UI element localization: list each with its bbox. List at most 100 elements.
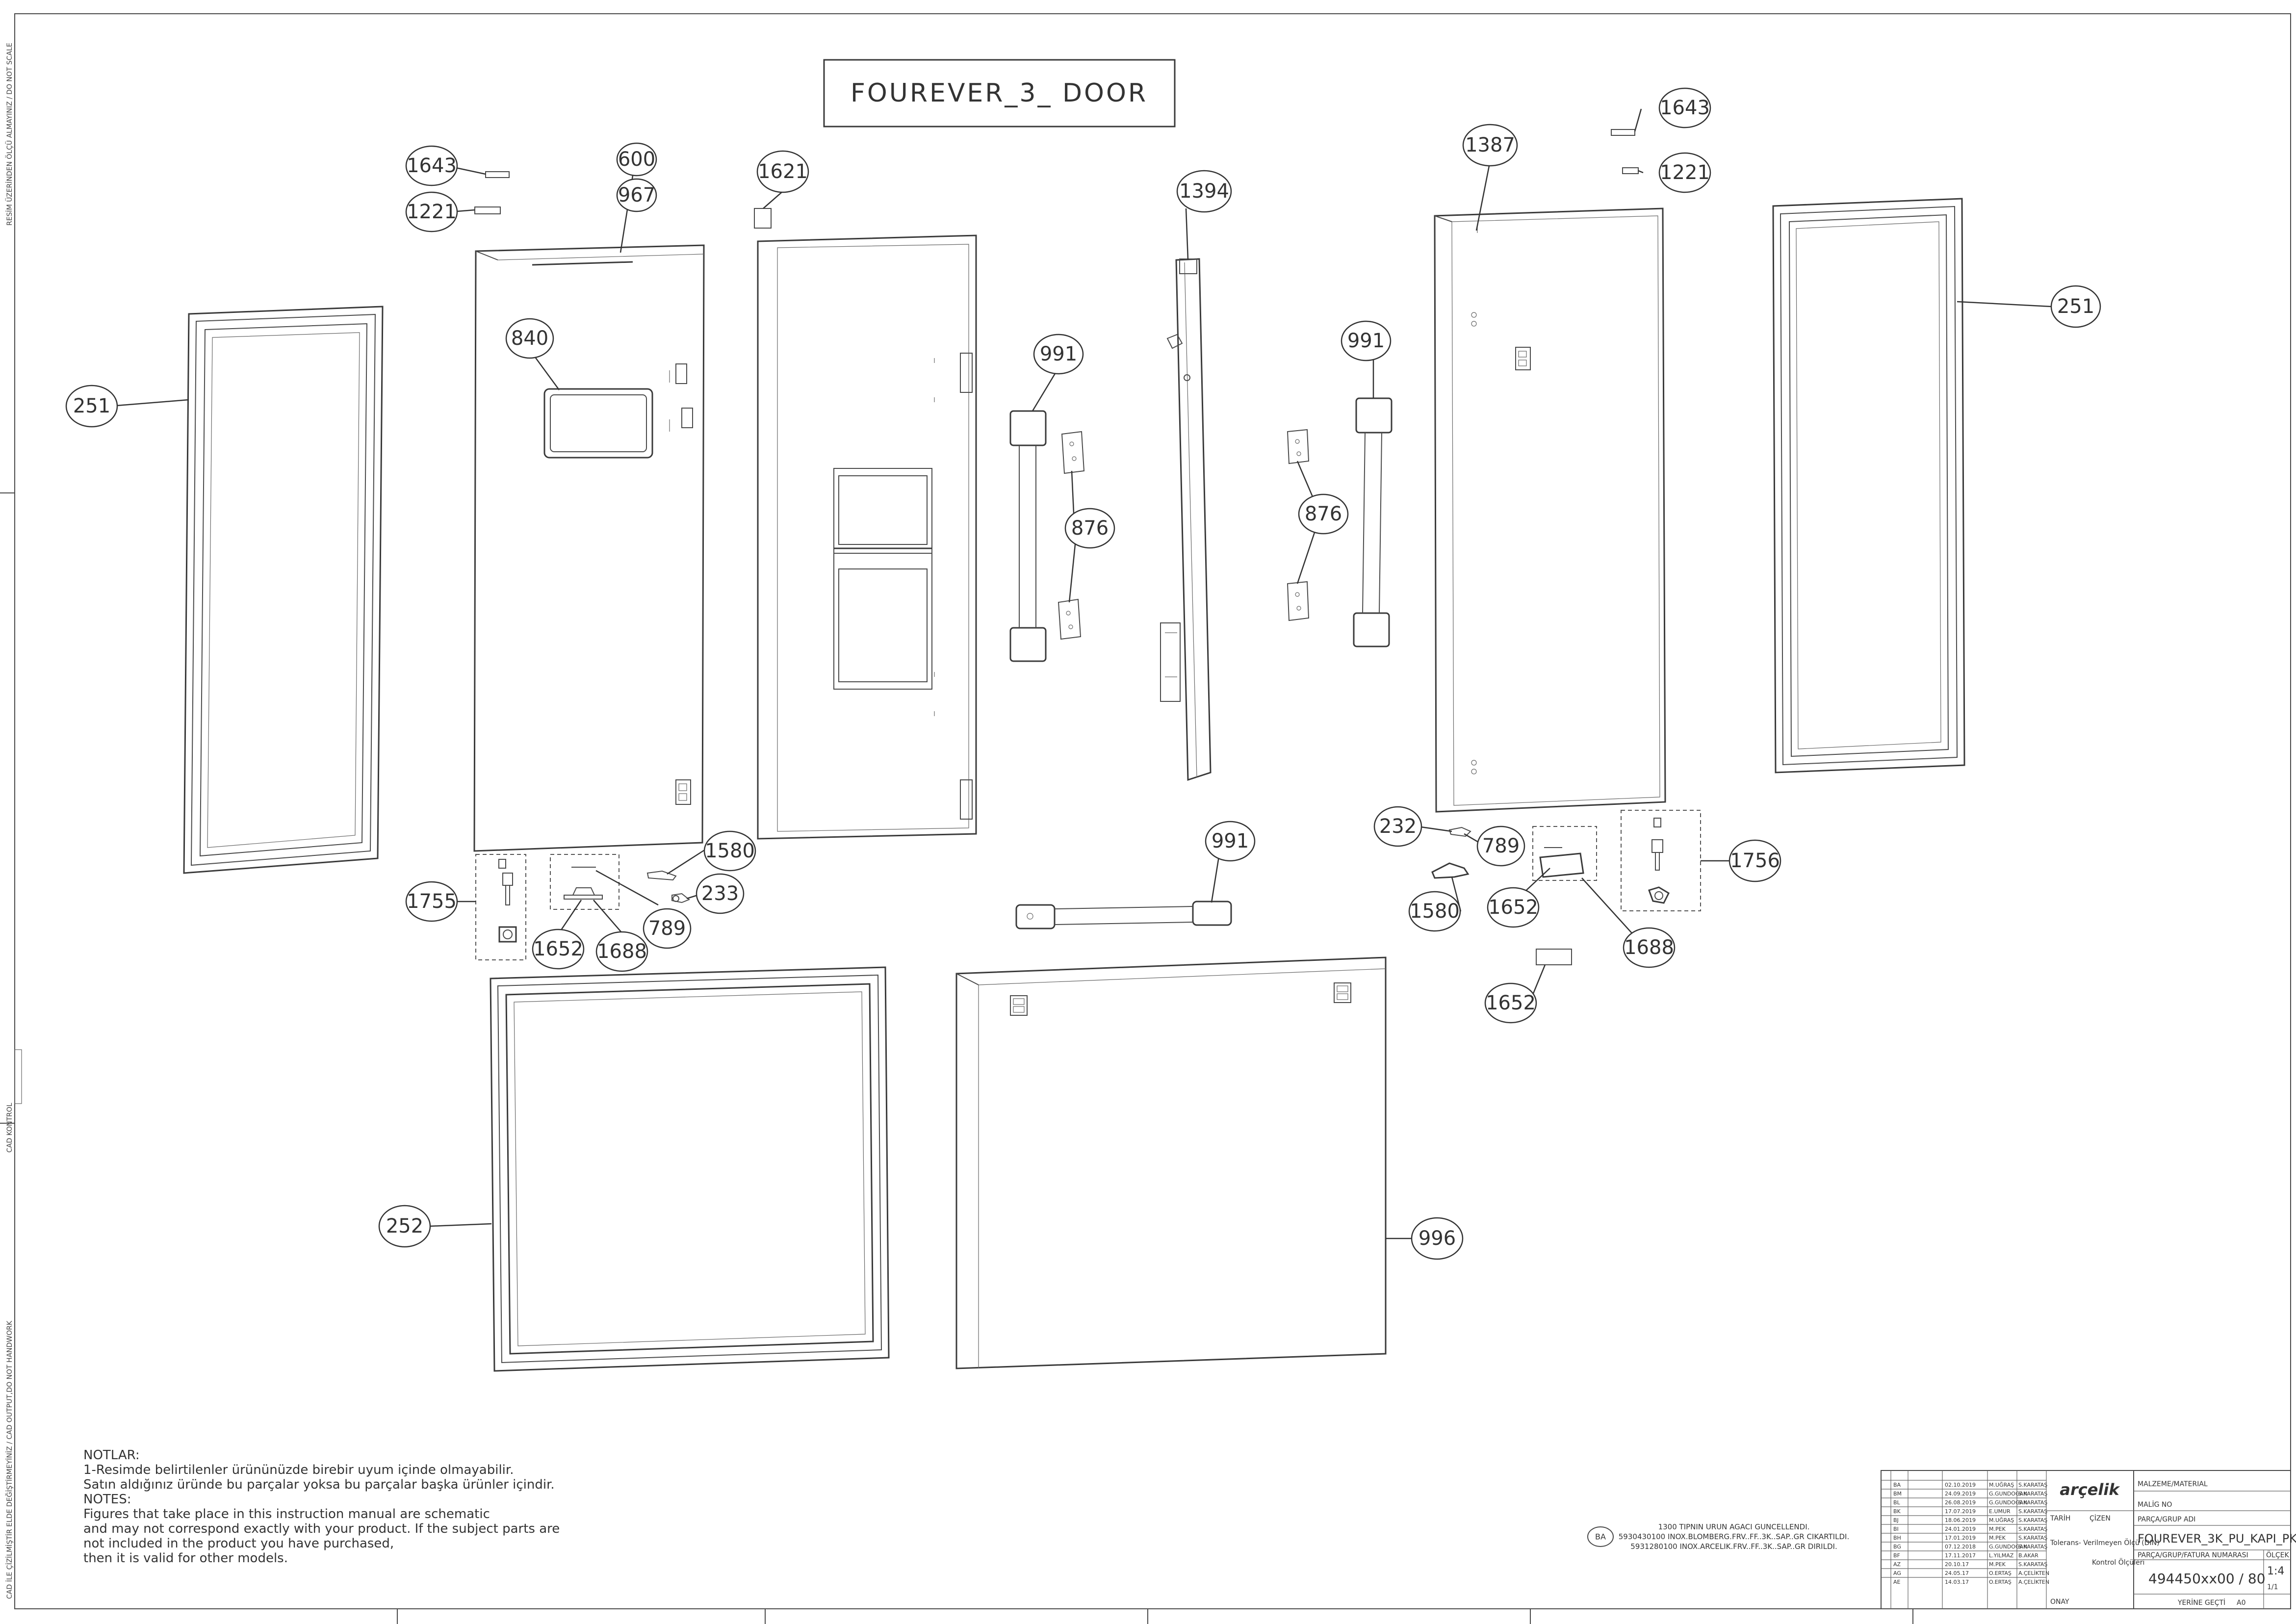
revision-date: 17.11.2017 [1945,1552,1976,1559]
left-hinge-kit-1755 [475,854,526,960]
svg-text:494450xx00 / 80: 494450xx00 / 80 [2148,1571,2266,1587]
callout-996: 996 [1411,1217,1464,1260]
part-1621 [754,208,772,229]
svg-text:ÖLÇEK: ÖLÇEK [2266,1550,2289,1559]
svg-text:251: 251 [73,395,110,417]
svg-text:Satın aldığınız üründe bu parç: Satın aldığınız üründe bu parçalar yoksa… [83,1477,555,1492]
callout-840: 840 [505,318,554,359]
callout-876-right: 876 [1298,493,1349,535]
svg-text:1643: 1643 [407,155,457,177]
callout-1580-right: 1580 [1408,891,1461,932]
callout-1756: 1756 [1728,839,1781,882]
notes-block: NOTLAR: 1-Resimde belirtilenler ürününüz… [83,1448,560,1566]
revision-chk: S.KARATAŞ [2018,1508,2047,1515]
svg-text:967: 967 [618,184,655,206]
svg-text:and may not correspond exactly: and may not correspond exactly with your… [83,1521,560,1536]
revision-date: 24.09.2019 [1945,1491,1976,1497]
revision-by: L.YILMAZ [1989,1552,2014,1559]
revision-by: G.GUNDOGAN [1989,1544,2027,1550]
svg-text:YERİNE GEÇTİ: YERİNE GEÇTİ [2177,1598,2225,1607]
revision-rev: BI [1893,1526,1899,1532]
svg-text:FOUREVER_3K_PU_KAPI_PK: FOUREVER_3K_PU_KAPI_PK [2138,1532,2296,1546]
revision-by: M.PEK [1989,1535,2006,1541]
svg-text:1:4: 1:4 [2267,1565,2284,1577]
svg-text:876: 876 [1071,517,1109,540]
svg-text:789: 789 [648,917,686,940]
callout-991-right: 991 [1341,320,1392,361]
callout-1387: 1387 [1462,124,1518,167]
revision-rev: BA [1893,1482,1901,1488]
revision-date: 18.06.2019 [1945,1517,1976,1523]
svg-text:252: 252 [386,1215,423,1237]
callout-1688-right: 1688 [1623,927,1676,968]
callout-1755: 1755 [405,881,458,922]
svg-text:1755: 1755 [407,890,457,913]
svg-text:PARÇA/GRUP ADI: PARÇA/GRUP ADI [2138,1516,2195,1523]
callout-991-left: 991 [1033,334,1084,375]
part-232-right [1448,826,1471,837]
revision-by: O.ERTAŞ [1989,1570,2012,1576]
part-1643-right [1611,129,1635,136]
right-bracket-876 [1287,429,1310,621]
svg-text:1756: 1756 [1730,850,1780,872]
svg-text:1300 TIPNIN URUN AGACI GUNCELL: 1300 TIPNIN URUN AGACI GUNCELLENDI. [1658,1522,1810,1531]
revision-rev: AG [1893,1570,1901,1576]
revision-chk: A.ÇELİKTEN [2018,1570,2049,1576]
svg-text:600: 600 [618,148,655,171]
revision-rev: BK [1893,1508,1901,1515]
callout-251-right: 251 [2050,285,2101,328]
svg-text:1580: 1580 [705,840,755,862]
svg-text:then it is valid for other mod: then it is valid for other models. [83,1551,288,1566]
brand-logo: arçelik [2060,1480,2120,1499]
revision-by: G.GUNDOGAN [1989,1491,2027,1497]
right-hinge-kit-1756 [1621,810,1701,911]
revision-date: 20.10.17 [1945,1561,1969,1568]
flip-mullion [1160,258,1212,781]
callout-232: 232 [1373,806,1422,847]
revision-date: 17.07.2019 [1945,1508,1976,1515]
callout-1652-left: 1652 [532,928,585,970]
revision-date: 02.10.2019 [1945,1482,1976,1488]
part-1221-right [1622,167,1639,174]
revision-rev: BM [1893,1491,1902,1497]
svg-text:ÇİZEN: ÇİZEN [2090,1514,2111,1522]
left-door-liner [757,234,977,840]
revision-date: 07.12.2018 [1945,1544,1976,1550]
callout-1643-right: 1643 [1658,87,1711,129]
revision-rev: BG [1893,1544,1901,1550]
revision-rev: BJ [1893,1517,1899,1523]
revision-chk: S.KARATAŞ [2018,1491,2047,1497]
svg-text:1652: 1652 [533,938,583,960]
revision-by: O.ERTAŞ [1989,1579,2012,1585]
revision-chk: S.KARATAŞ [2018,1526,2047,1532]
svg-text:1580: 1580 [1410,900,1460,923]
callout-1652-right: 1652 [1487,887,1540,928]
svg-text:1643: 1643 [1660,97,1710,119]
freezer-door-996 [955,956,1387,1369]
svg-text:Figures that take place in thi: Figures that take place in this instruct… [83,1507,490,1521]
right-handle-991 [1353,397,1393,647]
revision-date: 24.01.2019 [1945,1526,1976,1532]
callout-789-right: 789 [1476,825,1525,867]
svg-text:1394: 1394 [1179,180,1229,203]
left-handle-991 [1009,410,1047,662]
diagram-title: FOUREVER_3_ DOOR [851,78,1148,108]
revision-by: M.PEK [1989,1561,2006,1568]
svg-text:PARÇA/GRUP/FATURA NUMARASI: PARÇA/GRUP/FATURA NUMARASI [2138,1551,2248,1559]
svg-text:1221: 1221 [1660,161,1710,184]
svg-text:NOTLAR:: NOTLAR: [83,1448,140,1463]
side-text-top: RESİM ÜZERİNDEN ÖLÇÜ ALMAYINIZ / DO NOT … [5,43,14,226]
svg-text:251: 251 [2057,295,2094,318]
callout-1221-right: 1221 [1658,152,1711,193]
part-1221-left [474,206,501,214]
svg-text:1621: 1621 [758,160,808,183]
title-box: FOUREVER_3_ DOOR [823,59,1176,128]
callout-1652-spare: 1652 [1484,982,1537,1024]
revision-by: M.PEK [1989,1526,2006,1532]
right-gasket-251 [1772,198,1965,773]
part-1580-right [1431,862,1470,879]
revision-chk: S.KARATAŞ [2018,1482,2047,1488]
callout-1621: 1621 [756,150,809,193]
svg-text:MALİG NO: MALİG NO [2138,1500,2172,1509]
